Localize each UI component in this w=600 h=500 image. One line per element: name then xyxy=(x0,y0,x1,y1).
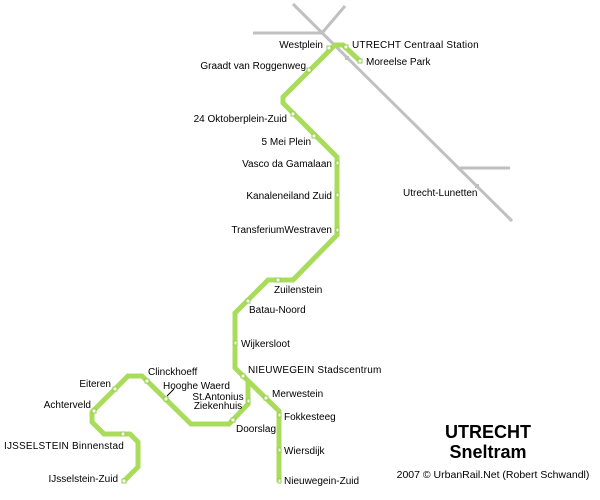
stop-marker-graadt-van-roggenweg[interactable] xyxy=(306,67,312,73)
rail-station-label-utrecht-lunetten[interactable]: Utrecht-Lunetten xyxy=(403,188,478,199)
railway-lines xyxy=(253,2,514,223)
station-label-achterveld[interactable]: Achterveld xyxy=(44,400,91,411)
station-label-westplein[interactable]: Westplein xyxy=(279,40,323,51)
map-credit: 2007 © UrbanRail.Net (Robert Schwandl) xyxy=(397,469,590,481)
station-label-vasco-da-gamalaan[interactable]: Vasco da Gamalaan xyxy=(242,159,332,170)
stop-marker-moreelse-park[interactable] xyxy=(357,58,363,64)
hooghe-waerd-leader-line xyxy=(166,388,175,397)
station-labels-nieuwegein-zuid-branch: Merwestein Fokkesteeg Wiersdijk Nieuwege… xyxy=(272,389,359,487)
station-label-batau-noord[interactable]: Batau-Noord xyxy=(249,305,306,316)
station-label-eiteren[interactable]: Eiteren xyxy=(79,379,111,390)
station-label-ijsselstein-binnenstad[interactable]: IJSSELSTEIN Binnenstad xyxy=(4,441,124,452)
stop-marker-ijsselstein-zuid[interactable] xyxy=(121,478,127,484)
stop-marker-nieuwegein-stadscentrum[interactable] xyxy=(240,373,246,379)
station-label-zuilenstein[interactable]: Zuilenstein xyxy=(274,285,322,296)
stop-marker-vasco-da-gamalaan[interactable] xyxy=(335,160,340,166)
stop-marker-eiteren[interactable] xyxy=(112,386,118,392)
stop-marker-st-antonius-ziekenhuis[interactable] xyxy=(246,398,251,404)
station-label-fokkesteeg[interactable]: Fokkesteeg xyxy=(284,412,336,423)
station-label-hooghe-waerd[interactable]: Hooghe Waerd xyxy=(163,381,230,392)
stop-marker-fokkesteeg[interactable] xyxy=(277,412,282,418)
station-labels-ijsselstein-branch: St.Antonius Ziekenhuis Doorslag Hooghe W… xyxy=(4,367,276,485)
station-label-clinckhoeff[interactable]: Clinckhoeff xyxy=(148,367,198,378)
rail-station-marker-centraal xyxy=(345,56,349,60)
station-label-wijkersloot[interactable]: Wijkersloot xyxy=(241,339,290,350)
station-label-doorslag[interactable]: Doorslag xyxy=(236,424,276,435)
stop-marker-24-oktoberplein-zuid[interactable] xyxy=(290,111,296,117)
stop-marker-wijkersloot[interactable] xyxy=(233,340,238,346)
stop-marker-ijsselstein-binnenstad[interactable] xyxy=(120,431,126,437)
station-label-wiersdijk[interactable]: Wiersdijk xyxy=(284,446,326,457)
map-title-system: Sneltram xyxy=(449,442,526,462)
station-label-st-antonius-ziekenhuis-line-2[interactable]: Ziekenhuis xyxy=(194,401,242,412)
station-label-kanaleneiland-zuid[interactable]: Kanaleneiland Zuid xyxy=(246,191,332,202)
station-label-5-mei-plein[interactable]: 5 Mei Plein xyxy=(262,137,311,148)
map-title-city: UTRECHT xyxy=(445,422,531,442)
stop-marker-wiersdijk[interactable] xyxy=(277,447,282,453)
stop-marker-clinckhoeff[interactable] xyxy=(144,378,150,384)
station-label-nieuwegein-zuid[interactable]: Nieuwegein-Zuid xyxy=(284,476,359,487)
station-label-merwestein[interactable]: Merwestein xyxy=(272,389,323,400)
stop-marker-kanaleneiland-zuid[interactable] xyxy=(335,192,340,198)
station-label-utrecht-centraal[interactable]: UTRECHT Centraal Station xyxy=(352,40,479,51)
station-label-ijsselstein-zuid[interactable]: IJsselstein-Zuid xyxy=(49,474,118,485)
rail-line-northeast xyxy=(320,5,347,34)
station-label-transferium-westraven[interactable]: TransferiumWestraven xyxy=(231,225,332,236)
stop-marker-utrecht-centraal[interactable] xyxy=(343,44,349,50)
stop-marker-transferium-westraven[interactable] xyxy=(335,227,340,233)
map-title-block: UTRECHT Sneltram 2007 © UrbanRail.Net (R… xyxy=(397,422,590,481)
stop-marker-batau-noord[interactable] xyxy=(245,298,251,304)
stop-marker-nieuwegein-zuid[interactable] xyxy=(277,478,282,484)
stop-marker-doorslag[interactable] xyxy=(230,417,236,423)
station-label-st-antonius-ziekenhuis-line-1[interactable]: St.Antonius xyxy=(192,392,243,403)
station-label-24-oktoberplein-zuid[interactable]: 24 Oktoberplein-Zuid xyxy=(194,114,287,125)
stop-marker-westplein[interactable] xyxy=(326,45,332,51)
tram-line-trunk xyxy=(232,42,362,482)
station-markers xyxy=(91,44,363,484)
stop-marker-5-mei-plein[interactable] xyxy=(311,133,317,139)
station-labels-trunk: Moreelse Park UTRECHT Centraal Station W… xyxy=(194,40,479,376)
stop-marker-hooghe-waerd[interactable] xyxy=(163,396,169,402)
stop-marker-achterveld[interactable] xyxy=(91,408,97,414)
station-label-nieuwegein-stadscentrum[interactable]: NIEUWEGEIN Stadscentrum xyxy=(248,365,382,376)
station-label-graadt-van-roggenweg[interactable]: Graadt van Roggenweg xyxy=(200,61,306,72)
stop-marker-zuilenstein[interactable] xyxy=(275,277,281,283)
station-label-moreelse-park[interactable]: Moreelse Park xyxy=(366,57,431,68)
stop-marker-merwestein[interactable] xyxy=(263,395,269,401)
rail-station-marker-lunetten xyxy=(475,184,479,188)
